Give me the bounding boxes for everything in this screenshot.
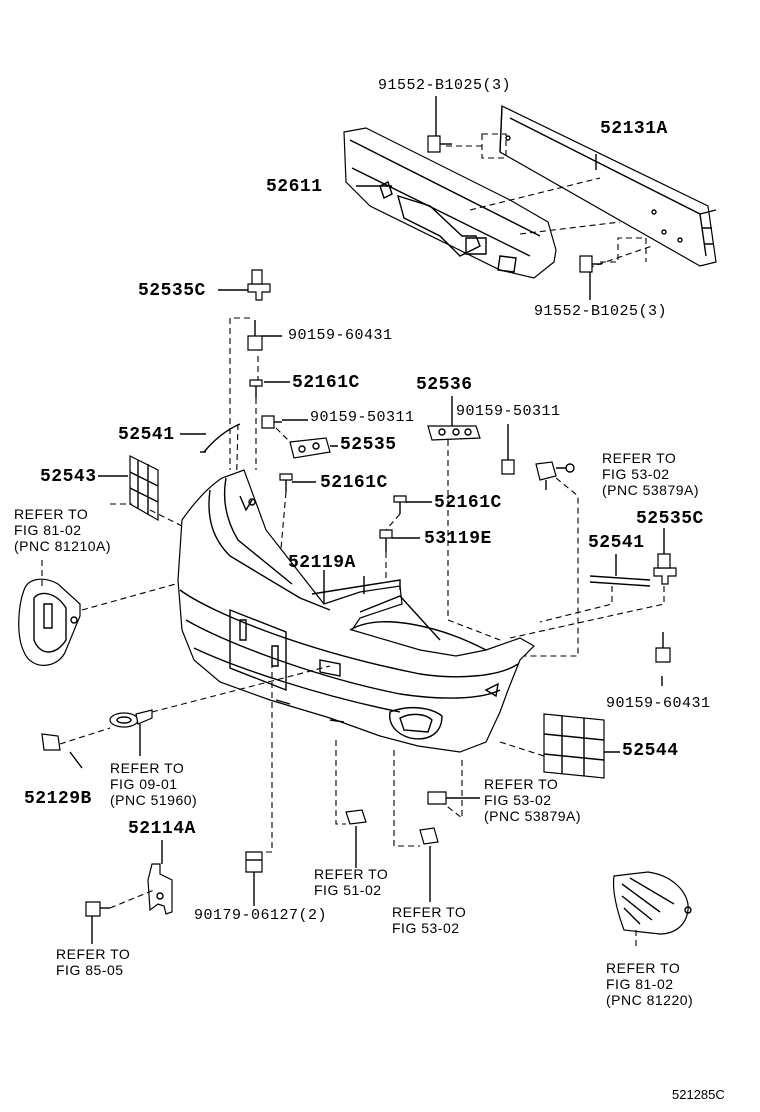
grille-icon bbox=[543, 713, 605, 779]
part-number-90159-60431-left[interactable]: 90159-60431 bbox=[288, 327, 393, 344]
diagram-code: 521285C bbox=[672, 1087, 725, 1102]
part-number-52131A[interactable]: 52131A bbox=[600, 119, 668, 139]
part-number-90179-06127[interactable]: 90179-06127(2) bbox=[194, 907, 328, 924]
fog-lamp-icon bbox=[612, 871, 692, 935]
retainer-icon bbox=[247, 269, 271, 301]
part-number-52535C-right[interactable]: 52535C bbox=[636, 509, 704, 529]
bumper-cover-drawing bbox=[177, 469, 535, 753]
part-number-90159-60431-right[interactable]: 90159-60431 bbox=[606, 695, 711, 712]
part-number-91552-top[interactable]: 91552-B1025(3) bbox=[378, 77, 512, 94]
bolt-icon bbox=[427, 135, 452, 153]
part-number-52541-left[interactable]: 52541 bbox=[118, 425, 175, 445]
clip-icon bbox=[393, 495, 407, 514]
grille-icon bbox=[129, 455, 159, 522]
sensor-icon bbox=[535, 461, 575, 490]
bolt-icon bbox=[655, 632, 671, 663]
side-retainer-drawing bbox=[289, 425, 481, 459]
part-number-91552-bottom[interactable]: 91552-B1025(3) bbox=[534, 303, 668, 320]
part-number-52544[interactable]: 52544 bbox=[622, 741, 679, 761]
clip-icon bbox=[427, 791, 447, 805]
part-number-52119A[interactable]: 52119A bbox=[288, 553, 356, 573]
part-number-52535C-left[interactable]: 52535C bbox=[138, 281, 206, 301]
cap-icon bbox=[41, 733, 61, 751]
part-number-53119E[interactable]: 53119E bbox=[424, 529, 492, 549]
energy-absorber-drawing bbox=[343, 127, 557, 279]
part-number-90159-50311-left[interactable]: 90159-50311 bbox=[310, 409, 415, 426]
retainer-icon bbox=[653, 553, 677, 585]
part-number-52536[interactable]: 52536 bbox=[416, 375, 473, 395]
bolt-icon bbox=[501, 424, 515, 475]
part-number-52161C-3[interactable]: 52161C bbox=[434, 493, 502, 513]
part-number-52541-right[interactable]: 52541 bbox=[588, 533, 645, 553]
clip-icon bbox=[249, 379, 263, 398]
headlamp-icon bbox=[18, 578, 81, 666]
part-number-52543[interactable]: 52543 bbox=[40, 467, 97, 487]
clip-icon bbox=[345, 809, 367, 825]
tow-hook-icon bbox=[109, 709, 153, 728]
bolt-icon bbox=[579, 255, 602, 273]
part-number-52114A[interactable]: 52114A bbox=[128, 819, 196, 839]
part-number-52161C-2[interactable]: 52161C bbox=[320, 473, 388, 493]
clip-icon bbox=[419, 827, 439, 845]
bumper-reinforcement-drawing bbox=[499, 105, 717, 267]
part-number-52161C-1[interactable]: 52161C bbox=[292, 373, 360, 393]
clip-icon bbox=[279, 473, 293, 492]
bolt-icon bbox=[85, 901, 110, 917]
nut-icon bbox=[245, 851, 263, 873]
bolt-icon bbox=[247, 320, 263, 351]
part-number-52129B[interactable]: 52129B bbox=[24, 789, 92, 809]
bolt-icon bbox=[261, 415, 282, 429]
part-number-90159-50311-right[interactable]: 90159-50311 bbox=[456, 403, 561, 420]
part-number-52535[interactable]: 52535 bbox=[340, 435, 397, 455]
part-number-52611[interactable]: 52611 bbox=[266, 177, 323, 197]
clip-icon bbox=[379, 529, 393, 552]
bracket-icon bbox=[147, 863, 173, 915]
